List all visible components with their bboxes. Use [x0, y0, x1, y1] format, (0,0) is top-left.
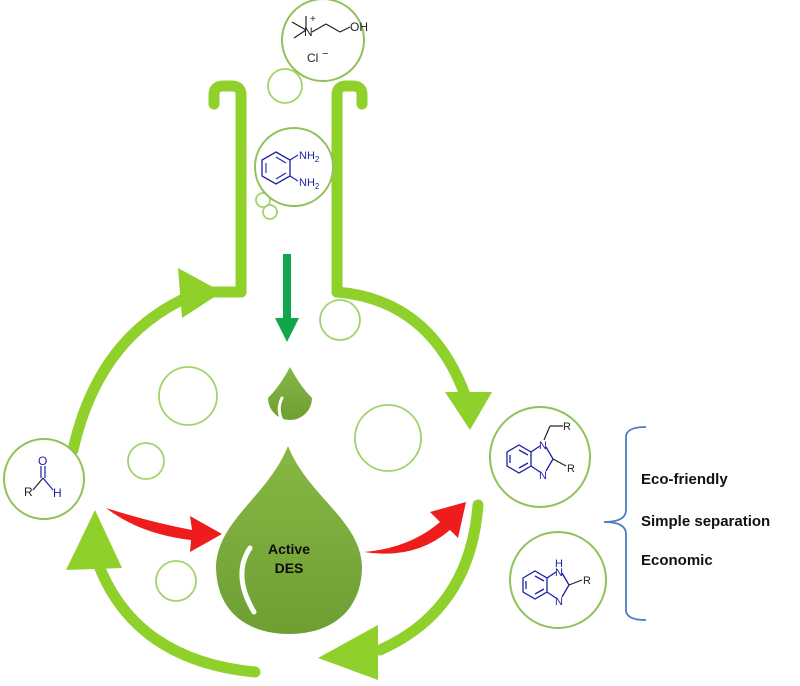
choline-chloride-circle [281, 0, 365, 82]
aldehyde-r-group: R [24, 485, 33, 499]
arrowhead-lower-right [318, 625, 378, 680]
aldehyde-hydrogen: H [53, 486, 62, 500]
benzimidazole-nsub-circle [489, 406, 591, 508]
bubble [127, 442, 165, 480]
benzimidazole-nh-r: R [583, 575, 591, 587]
molecule-circles [3, 0, 607, 629]
benzimidazole-nh-n: N [555, 567, 563, 579]
amine-subscript: 2 [315, 155, 320, 164]
flask-upper-right-arc [331, 286, 471, 401]
bubble [354, 404, 422, 472]
arrowhead-lower-left [66, 510, 122, 570]
drop-label-line1: Active [267, 541, 311, 557]
svg-text:NH2: NH2 [299, 177, 320, 191]
flask-lower-right-arc [374, 499, 484, 656]
benzimidazole-nsub-structure: N N R R [506, 421, 575, 482]
benzimidazole-nh-circle [509, 531, 607, 629]
benzimidazole-nh-structure: H N N R [522, 558, 591, 608]
benefit-economic: Economic [641, 552, 713, 569]
amine-label: NH [299, 150, 315, 162]
bubble [319, 299, 361, 341]
cycle-arrowheads [66, 268, 492, 680]
benzimidazole-nh-n3: N [555, 596, 563, 608]
amine-subscript: 2 [315, 182, 320, 191]
aldehyde-structure: O R H [24, 454, 62, 500]
down-arrow [275, 254, 299, 342]
red-arrow-into-drop [106, 508, 222, 552]
svg-text:NH2: NH2 [299, 150, 320, 164]
choline-chloride-structure: N + OH Cl − [291, 14, 368, 65]
flask-lower-left-arc [89, 549, 261, 678]
choline-cation-charge: + [310, 14, 316, 25]
drop-label-line2: DES [274, 560, 304, 576]
flask-right-neck [331, 80, 368, 298]
benefit-eco-friendly: Eco-friendly [641, 471, 728, 488]
benzimidazole-n1: N [539, 440, 547, 452]
aldehyde-oxygen: O [38, 454, 47, 468]
flask-cycle-outline [67, 80, 484, 678]
svg-text:N: N [304, 25, 313, 39]
bubble [262, 204, 278, 220]
choline-anion-charge: − [322, 48, 328, 60]
flask-left-neck [208, 80, 247, 298]
bubble [155, 560, 197, 602]
phenylenediamine-structure: NH2 NH2 [261, 150, 320, 191]
arrowhead-upper-left [178, 268, 222, 318]
bubble [255, 192, 271, 208]
choline-hydroxyl: OH [350, 20, 368, 34]
benefits-bracket [603, 426, 647, 621]
bubble [267, 68, 303, 104]
bubble [158, 366, 218, 426]
benzimidazole-nh-h: H [555, 558, 563, 570]
phenylenediamine-circle [254, 127, 334, 207]
bubbles [127, 68, 422, 602]
amine-label: NH [299, 177, 315, 189]
choline-counterion: Cl [307, 51, 318, 65]
benefit-simple-separation: Simple separation [641, 513, 771, 530]
benzimidazole-r-top: R [563, 421, 571, 433]
red-arrows [106, 502, 466, 554]
flask-upper-left-arc [67, 286, 206, 456]
benzimidazole-r-side: R [567, 463, 575, 475]
red-arrow-out-of-drop [364, 502, 466, 554]
arrowhead-upper-right [445, 392, 492, 430]
benzimidazole-n3: N [539, 470, 547, 482]
big-des-drop [216, 446, 362, 634]
small-des-drop [268, 367, 312, 424]
